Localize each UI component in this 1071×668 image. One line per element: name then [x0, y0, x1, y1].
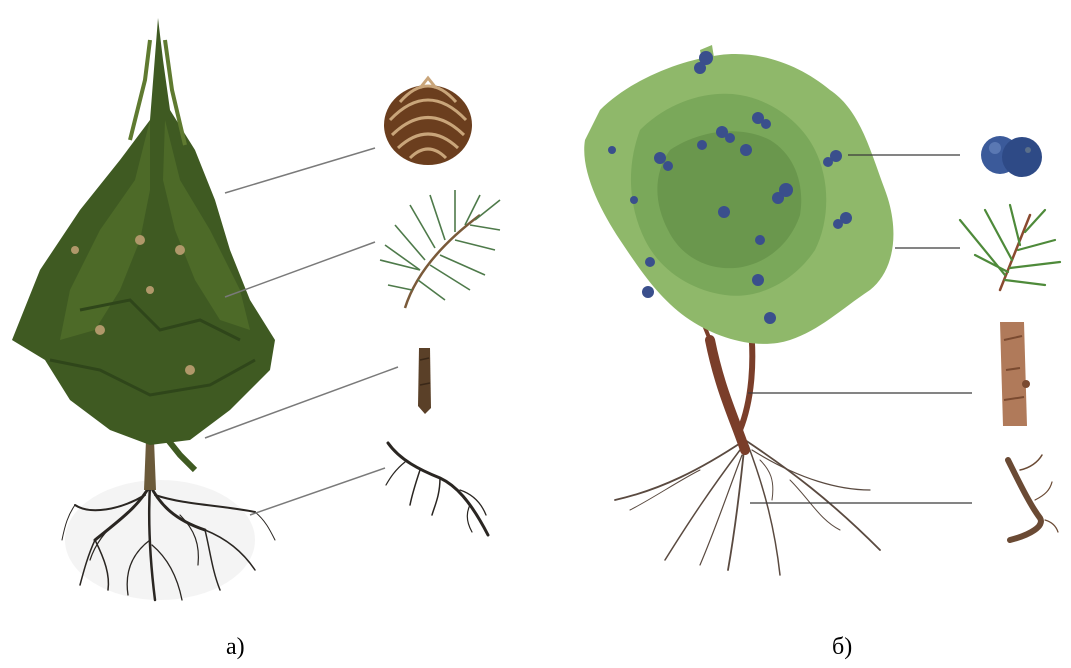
caption-a: а): [226, 634, 245, 661]
panel-b: [584, 45, 1060, 575]
berry-icon: [981, 136, 1042, 177]
panel-a: [12, 18, 500, 600]
needle-sprig-icon: [960, 205, 1060, 290]
root-icon: [1008, 455, 1058, 540]
stem-segment-icon: [418, 348, 431, 414]
root-icon: [386, 443, 488, 535]
bark-segment-icon: [1000, 322, 1030, 426]
pine-trunk: [144, 440, 156, 490]
needle-branch-icon: [380, 190, 500, 308]
pine-foliage: [12, 18, 275, 470]
juniper-foliage: [584, 45, 893, 344]
caption-b: б): [832, 634, 852, 661]
cone-icon: [384, 78, 472, 165]
juniper-roots: [615, 440, 880, 575]
